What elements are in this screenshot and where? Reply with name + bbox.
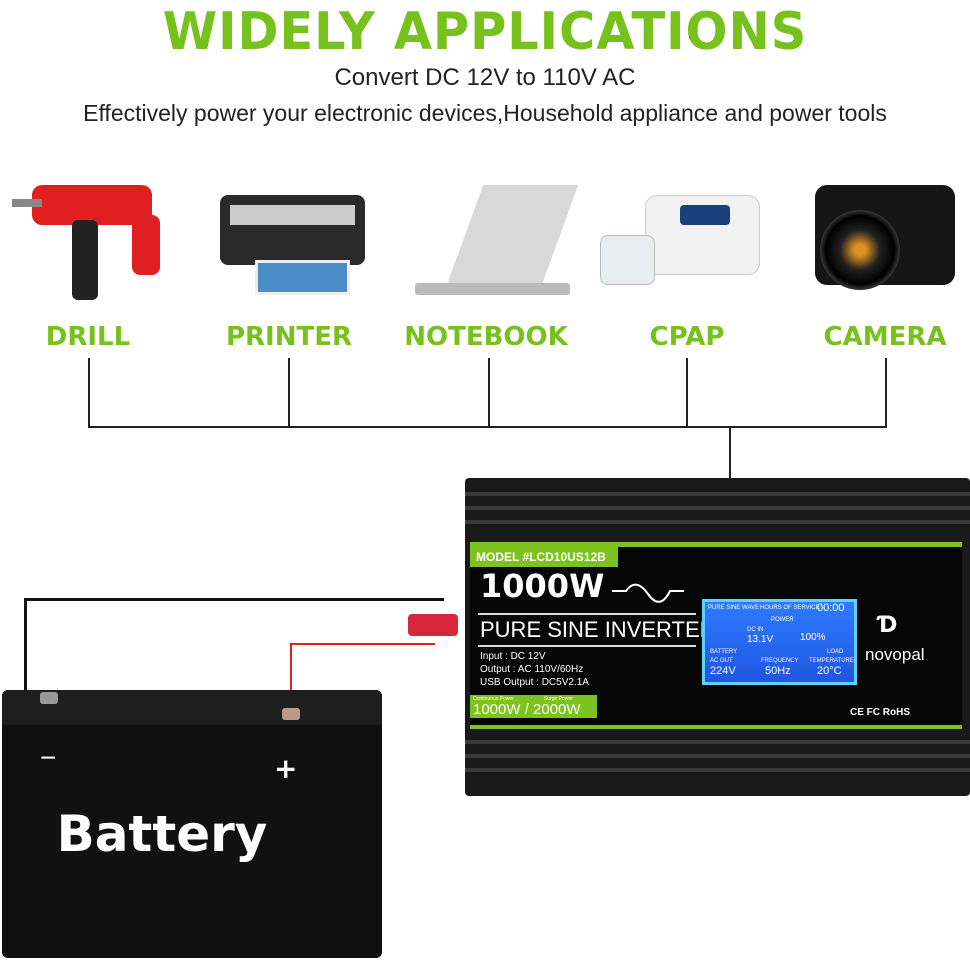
inverter-panel: MODEL #LCD10US12B 1000W PURE SINE INVERT…	[470, 542, 962, 729]
lcd-acout-label: AC OUT	[710, 658, 733, 664]
lcd-frequency: 50Hz	[765, 665, 791, 677]
positive-terminal	[282, 708, 300, 720]
surge-label: Surge Power	[543, 696, 573, 702]
lcd-acout: 224V	[710, 665, 736, 677]
spec-usb: USB Output : DC5V2.1A	[480, 677, 589, 688]
negative-wire	[24, 598, 444, 601]
connector-line	[88, 358, 90, 428]
lcd-display: PURE SINE WAVE HOURS OF SERVICE 00:00 PO…	[702, 599, 857, 685]
brand-name: novopal	[865, 645, 925, 664]
sine-wave-icon	[612, 583, 684, 603]
subtitle: Convert DC 12V to 110V AC	[334, 64, 636, 91]
lcd-hours: 00:00	[817, 602, 845, 614]
battery-label: Battery	[56, 805, 268, 863]
certifications: CE FC RoHS	[850, 707, 910, 718]
power-value: 1000W / 2000W	[473, 701, 581, 718]
lcd-mode: PURE SINE WAVE	[708, 605, 760, 611]
lcd-load: 100%	[800, 632, 826, 643]
device-label-camera: CAMERA	[823, 322, 947, 352]
spec-input: Input : DC 12V	[480, 651, 546, 662]
positive-symbol: +	[274, 752, 298, 785]
camera-icon	[805, 175, 965, 305]
cpap-icon	[600, 175, 760, 305]
spec-output: Output : AC 110V/60Hz	[480, 664, 584, 675]
description: Effectively power your electronic device…	[83, 100, 887, 126]
brand-logo-icon: Ɗ	[878, 613, 898, 638]
drill-icon	[12, 175, 172, 305]
device-label-printer: PRINTER	[225, 322, 353, 352]
connector-line	[488, 358, 490, 428]
page-title: WIDELY APPLICATIONS	[162, 2, 808, 62]
lcd-temperature-label: TEMPERATURE	[809, 658, 854, 664]
lcd-temperature: 20°C	[817, 665, 842, 677]
positive-wire	[290, 643, 435, 645]
lcd-dcin-label: DC IN	[747, 627, 764, 633]
continuous-label: Continuous Power	[473, 696, 514, 702]
negative-symbol: −	[40, 742, 57, 773]
device-label-cpap: CPAP	[649, 322, 725, 352]
connector-line	[288, 358, 290, 428]
device-label-drill: DRILL	[45, 322, 131, 352]
positive-terminal-cover	[408, 614, 458, 636]
negative-terminal	[40, 692, 58, 704]
printer-icon	[215, 175, 375, 305]
laptop-icon	[410, 175, 579, 305]
battery: − + Battery	[2, 690, 382, 958]
model-label: MODEL #LCD10US12B	[470, 547, 618, 567]
connector-line	[729, 426, 731, 478]
wattage: 1000W	[480, 567, 605, 605]
power-rating: Continuous Power Surge Power 1000W / 2000…	[470, 695, 597, 718]
lcd-frequency-label: FREQUENCY	[761, 658, 799, 664]
lcd-dcin: 13.1V	[747, 634, 774, 645]
device-label-notebook: NOTEBOOK	[404, 322, 568, 352]
lcd-battery-label: BATTERY	[710, 649, 738, 655]
negative-wire	[24, 598, 27, 698]
positive-wire	[290, 643, 292, 713]
inverter-type: PURE SINE INVERTER	[478, 613, 716, 648]
lcd-power-label: POWER	[771, 617, 794, 623]
connector-line	[686, 358, 688, 428]
lcd-hours-label: HOURS OF SERVICE	[760, 605, 820, 611]
lcd-load-label: LOAD	[827, 649, 844, 655]
connector-line	[885, 358, 887, 428]
connector-line	[88, 426, 887, 428]
